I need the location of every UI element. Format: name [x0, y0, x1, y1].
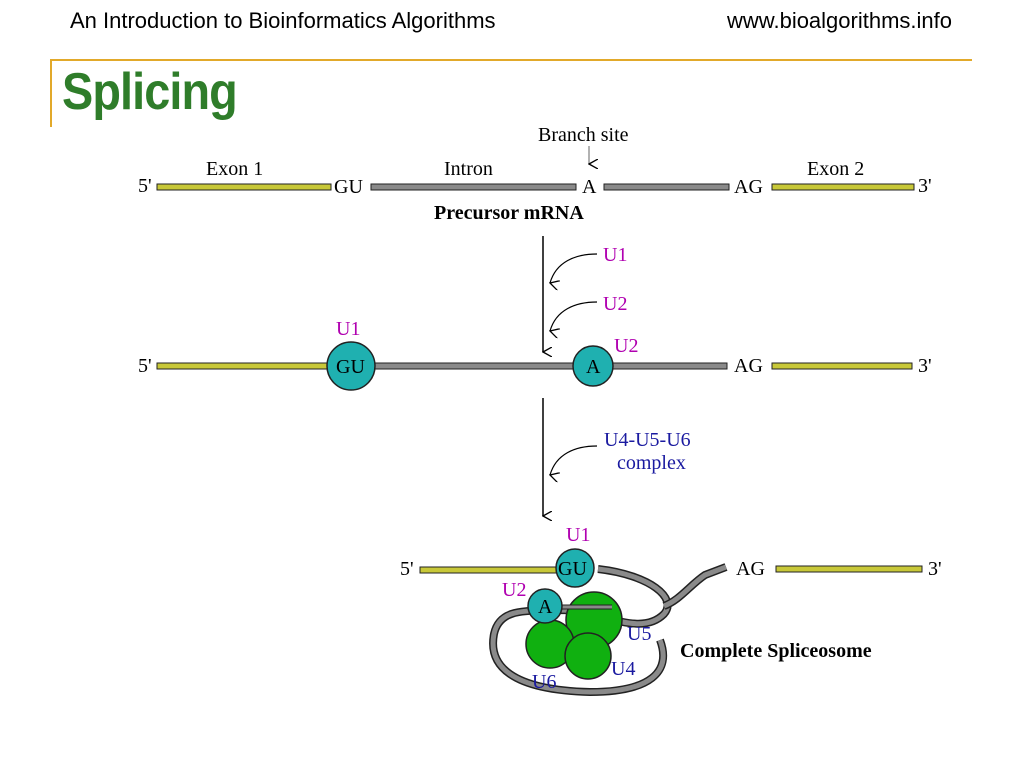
u4-snrnp [564, 632, 612, 680]
spliceosome-complex: 5' A U2 GU U1 U5 U4 U6 AG 3' Complete Sp… [400, 524, 942, 697]
u2-label-2: U2 [614, 335, 638, 357]
complex-label-line1: U4-U5-U6 [604, 429, 691, 451]
u1-label-2: U1 [336, 318, 360, 340]
ag-label-3: AG [736, 558, 765, 580]
intron-loop [490, 566, 671, 695]
ag-label: AG [734, 176, 763, 198]
five-prime-label-2: 5' [138, 355, 152, 377]
five-prime-label-3: 5' [400, 558, 414, 580]
three-prime-label-2: 3' [918, 355, 932, 377]
ag-label-2: AG [734, 355, 763, 377]
exon2-label: Exon 2 [807, 158, 864, 180]
u1-step-label: U1 [603, 244, 627, 266]
u6-label: U6 [532, 671, 556, 693]
five-prime-label: 5' [138, 175, 152, 197]
slide-title: Splicing [62, 63, 238, 121]
exon1-segment-3 [419, 566, 561, 574]
branch-a-label-2: A [586, 356, 601, 378]
branch-a-label-3: A [538, 596, 553, 618]
complex-curved-arrow [550, 445, 598, 475]
u2-snrnp [572, 345, 614, 387]
three-prime-label: 3' [918, 175, 932, 197]
u2-step-label: U2 [603, 293, 627, 315]
row2-u1-u2-bound: 5' U1 GU A U2 AG 3' [138, 318, 932, 391]
u1-label-3: U1 [566, 524, 590, 546]
exon1-segment [156, 183, 332, 191]
u1-curved-arrow [550, 253, 598, 283]
spliceosome-caption: Complete Spliceosome [680, 640, 872, 662]
exon2-segment [771, 183, 915, 191]
u4-label: U4 [611, 658, 635, 680]
step2-arrows: U4-U5-U6 complex [543, 398, 691, 516]
u2-label-3: U2 [502, 579, 526, 601]
intron-segment-left [370, 183, 577, 191]
step1-arrows: U1 U2 [543, 236, 627, 352]
branch-site-label: Branch site [538, 124, 629, 146]
u5-label: U5 [627, 623, 651, 645]
u2-curved-arrow [550, 301, 598, 331]
exon2-segment-2 [771, 362, 913, 370]
u1-snrnp-3 [555, 548, 595, 588]
complex-label-line2: complex [617, 452, 686, 474]
gu-label-3: GU [558, 558, 587, 580]
u2-snrnp-3 [527, 588, 563, 624]
intron-tail [663, 564, 727, 609]
precursor-caption: Precursor mRNA [434, 202, 584, 224]
header-rule [50, 59, 972, 61]
branch-a-label: A [582, 176, 597, 198]
gu-label-2: GU [336, 356, 365, 378]
exon2-segment-3 [775, 565, 923, 573]
gu-label: GU [334, 176, 363, 198]
intron-segment-right [603, 183, 730, 191]
precursor-mrna: 5' Exon 1 GU Intron Branch site A AG Exo… [138, 124, 932, 224]
intron-segment-2 [371, 362, 728, 370]
u1-snrnp [326, 341, 376, 391]
exon1-segment-2 [156, 362, 328, 370]
header-url: www.bioalgorithms.info [727, 8, 952, 33]
intron-label: Intron [444, 158, 493, 180]
header-title: An Introduction to Bioinformatics Algori… [70, 8, 496, 33]
exon1-label: Exon 1 [206, 158, 263, 180]
three-prime-label-3: 3' [928, 558, 942, 580]
title-rule [50, 59, 52, 127]
